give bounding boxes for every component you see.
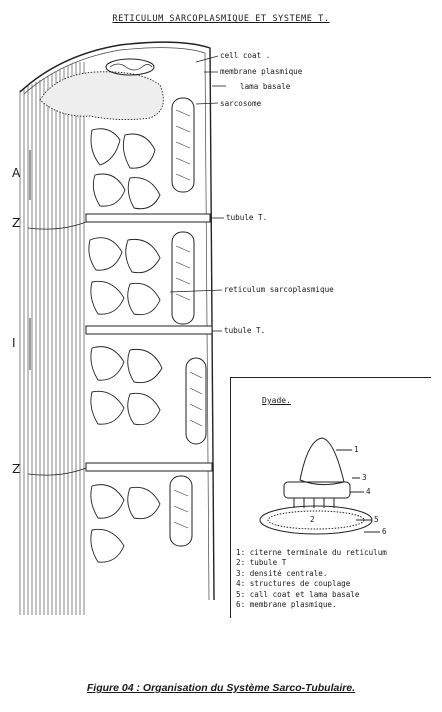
label-lama-basale: lama basale <box>240 82 290 91</box>
mitochondria <box>170 98 206 546</box>
label-tubule-t-1: tubule T. <box>226 213 267 222</box>
inset-number-3: 3 <box>362 473 367 482</box>
label-cell-coat: cell coat . <box>220 51 270 60</box>
sarcosome-top <box>106 59 154 75</box>
reticulum-network <box>89 129 162 562</box>
label-reticulum: reticulum sarcoplasmique <box>224 285 334 294</box>
legend-item: 2: tubule T <box>236 558 387 568</box>
inset-number-1: 1 <box>354 445 359 454</box>
z-lines <box>28 222 86 475</box>
inset-legend: 1: citerne terminale du reticulum 2: tub… <box>236 548 387 610</box>
nucleus-region <box>40 72 163 120</box>
legend-item: 1: citerne terminale du reticulum <box>236 548 387 558</box>
label-tubule-t-2: tubule T. <box>224 326 265 335</box>
legend-item: 6: membrane plasmique. <box>236 600 387 610</box>
band-i: I <box>12 336 16 350</box>
inset-number-2: 2 <box>310 515 315 524</box>
t-tubules <box>86 214 212 471</box>
label-sarcosome: sarcosome <box>220 99 261 108</box>
inset-number-6: 6 <box>382 527 387 536</box>
legend-item: 4: structures de couplage <box>236 579 387 589</box>
cell-outline <box>20 42 214 600</box>
legend-item: 5: call coat et lama basale <box>236 590 387 600</box>
inset-number-4: 4 <box>366 487 371 496</box>
legend-item: 3: densité centrale. <box>236 569 387 579</box>
figure-caption: Figure 04 : Organisation du Système Sarc… <box>0 682 442 694</box>
band-z-1: Z <box>12 216 20 230</box>
leader-lines <box>170 56 226 331</box>
label-membrane-plasmique: membrane plasmique <box>220 67 302 76</box>
inset-title: Dyade. <box>262 396 291 405</box>
inset-number-5: 5 <box>374 515 379 524</box>
band-z-2: Z <box>12 462 20 476</box>
band-a: A <box>12 166 20 180</box>
